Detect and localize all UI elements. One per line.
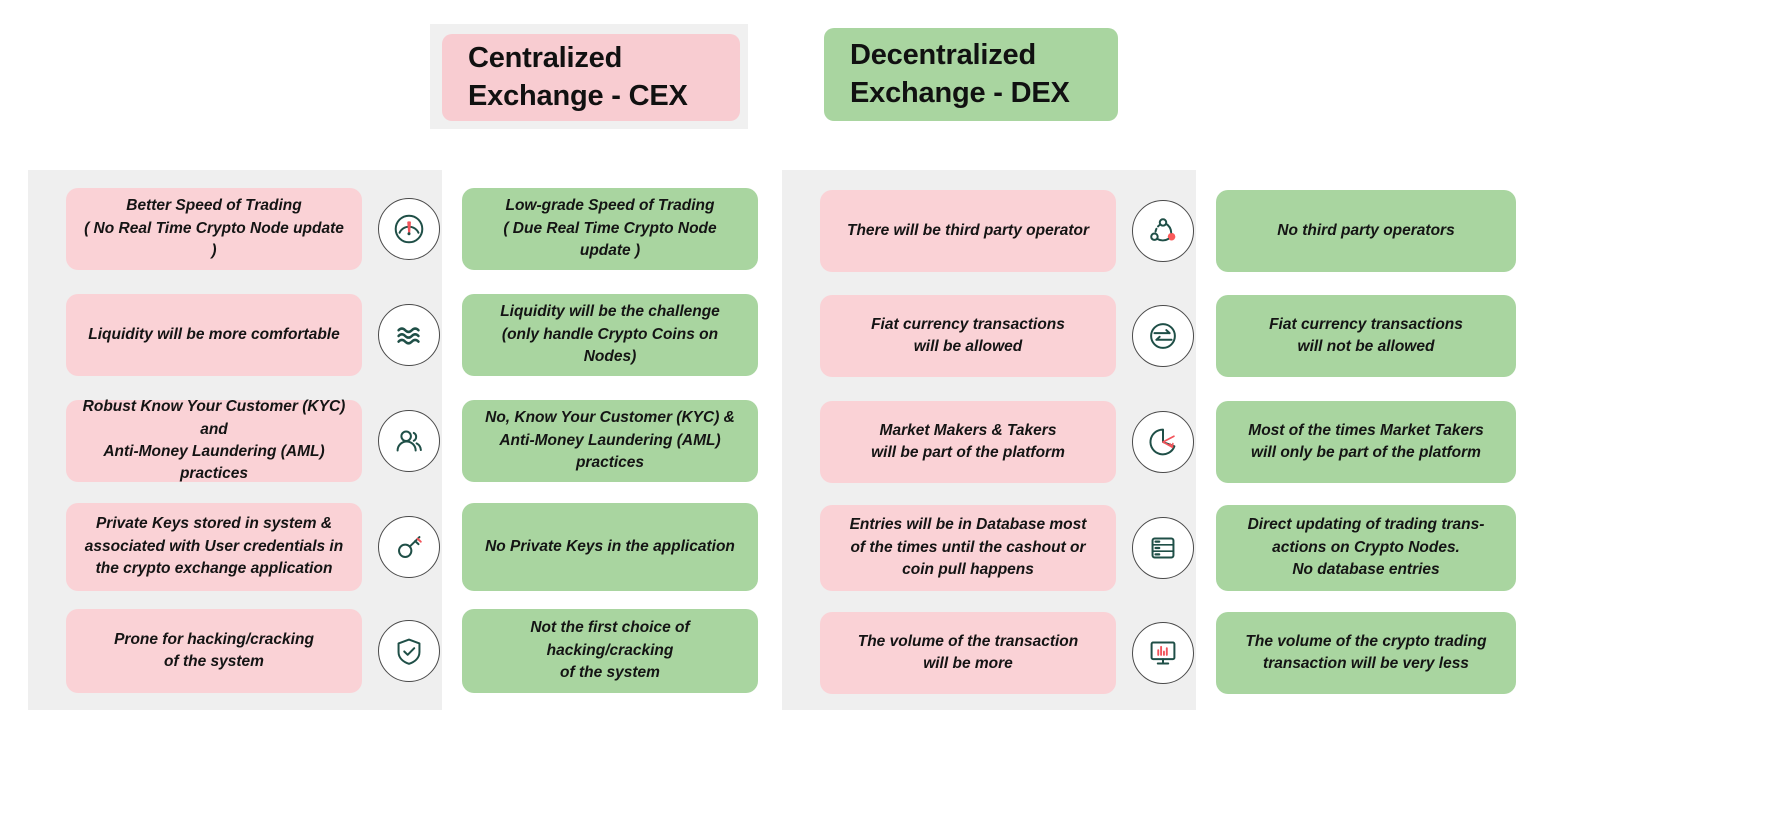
waves-icon [378, 304, 440, 366]
cex-row-3-left-cell: Robust Know Your Customer (KYC) and Anti… [66, 398, 362, 482]
key-icon [378, 516, 440, 578]
dex-row-3-left-cell: Market Makers & Takers will be part of t… [820, 401, 1116, 483]
cex-row-4: Private Keys stored in system & associat… [66, 503, 758, 591]
cex-row-2: Liquidity will be more comfortable Liqui… [66, 294, 758, 376]
dex-row-4-left-cell: Entries will be in Database most of the … [820, 505, 1116, 591]
dex-row-1-right-cell: No third party operators [1216, 190, 1516, 272]
cex-row-3: Robust Know Your Customer (KYC) and Anti… [66, 398, 758, 482]
cex-row-3-right-cell: No, Know Your Customer (KYC) & Anti-Mone… [462, 400, 758, 482]
dex-row-5: The volume of the transaction will be mo… [820, 612, 1516, 694]
dex-row-3: Market Makers & Takers will be part of t… [820, 401, 1516, 483]
cex-row-5: Prone for hacking/cracking of the system… [66, 609, 758, 693]
dex-row-4-right-cell: Direct updating of trading trans- action… [1216, 505, 1516, 591]
cex-row-2-left-text: Liquidity will be more comfortable [88, 325, 340, 343]
cex-row-5-right-cell: Not the first choice of hacking/cracking… [462, 609, 758, 693]
cex-row-3-right-text: No, Know Your Customer (KYC) & Anti-Mone… [485, 409, 735, 472]
cex-row-5-right-text: Not the first choice of hacking/cracking… [530, 619, 690, 682]
cex-row-1: Better Speed of Trading ( No Real Time C… [66, 188, 758, 270]
dex-row-1: There will be third party operator No th… [820, 190, 1516, 272]
cex-row-2-left-cell: Liquidity will be more comfortable [66, 294, 362, 376]
chart-monitor-icon [1132, 622, 1194, 684]
dex-row-5-right-cell: The volume of the crypto trading transac… [1216, 612, 1516, 694]
shield-icon [378, 620, 440, 682]
dex-row-3-right-cell: Most of the times Market Takers will onl… [1216, 401, 1516, 483]
cex-row-3-left-text: Robust Know Your Customer (KYC) and Anti… [82, 398, 346, 483]
cex-row-5-left-cell: Prone for hacking/cracking of the system [66, 609, 362, 693]
cex-row-4-left-cell: Private Keys stored in system & associat… [66, 503, 362, 591]
dex-row-2-left-text: Fiat currency transactions will be allow… [871, 315, 1065, 355]
dex-row-4-left-text: Entries will be in Database most of the … [849, 516, 1087, 579]
users-icon [378, 410, 440, 472]
dex-row-2-right-cell: Fiat currency transactions will not be a… [1216, 295, 1516, 377]
cex-row-4-right-cell: No Private Keys in the application [462, 503, 758, 591]
cex-row-4-right-text: No Private Keys in the application [485, 537, 735, 555]
cex-row-1-right-cell: Low-grade Speed of Trading ( Due Real Ti… [462, 188, 758, 270]
network-nodes-icon [1132, 200, 1194, 262]
dex-row-3-left-text: Market Makers & Takers will be part of t… [871, 421, 1065, 461]
cex-header-title: Centralized Exchange - CEX [468, 42, 688, 112]
dex-row-2: Fiat currency transactions will be allow… [820, 295, 1516, 377]
cex-row-1-left-text: Better Speed of Trading ( No Real Time C… [84, 197, 344, 260]
dex-row-1-left-cell: There will be third party operator [820, 190, 1116, 272]
database-icon [1132, 517, 1194, 579]
dex-row-5-left-cell: The volume of the transaction will be mo… [820, 612, 1116, 694]
cex-row-1-right-text: Low-grade Speed of Trading ( Due Real Ti… [503, 197, 717, 260]
cex-row-5-left-text: Prone for hacking/cracking of the system [114, 630, 314, 670]
dex-row-1-left-text: There will be third party operator [846, 221, 1089, 239]
dex-header-title: Decentralized Exchange - DEX [850, 39, 1070, 109]
dex-row-1-right-text: No third party operators [1277, 221, 1455, 239]
dex-row-4: Entries will be in Database most of the … [820, 505, 1516, 591]
dex-row-3-right-text: Most of the times Market Takers will onl… [1248, 421, 1484, 461]
dex-row-2-right-text: Fiat currency transactions will not be a… [1269, 315, 1463, 355]
dex-header-pill: Decentralized Exchange - DEX [824, 28, 1118, 121]
cex-row-4-left-text: Private Keys stored in system & associat… [84, 515, 344, 578]
dex-row-5-right-text: The volume of the crypto trading transac… [1245, 632, 1487, 672]
dex-row-4-right-text: Direct updating of trading trans- action… [1247, 516, 1485, 579]
dex-row-2-left-cell: Fiat currency transactions will be allow… [820, 295, 1116, 377]
cex-header-pill: Centralized Exchange - CEX [442, 34, 740, 121]
cex-row-2-right-cell: Liquidity will be the challenge (only ha… [462, 294, 758, 376]
speedometer-icon [378, 198, 440, 260]
dex-row-5-left-text: The volume of the transaction will be mo… [857, 632, 1079, 672]
cex-row-2-right-text: Liquidity will be the challenge (only ha… [500, 303, 720, 366]
cex-row-1-left-cell: Better Speed of Trading ( No Real Time C… [66, 188, 362, 270]
exchange-arrows-icon [1132, 305, 1194, 367]
pie-chart-icon [1132, 411, 1194, 473]
